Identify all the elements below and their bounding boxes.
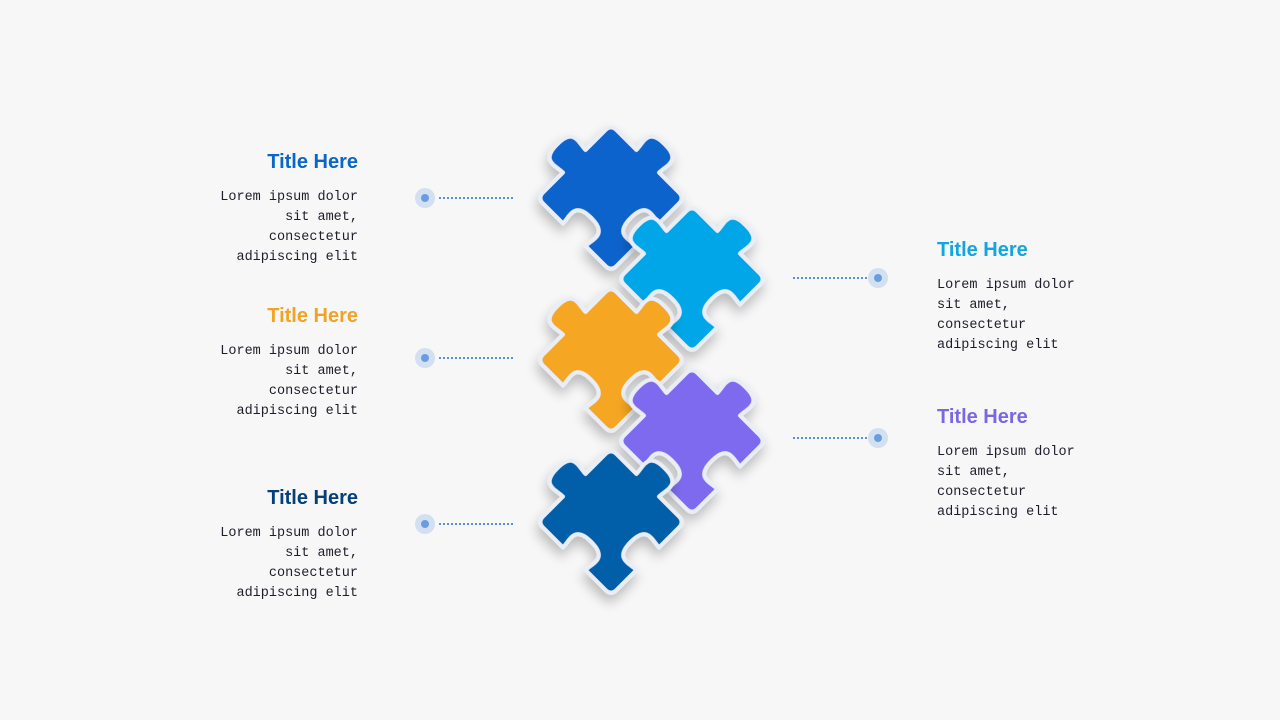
connector-1-dot <box>415 188 435 208</box>
connector-4-dot <box>868 268 888 288</box>
item-5-body: Lorem ipsum dolor sit amet, consectetur … <box>937 445 1075 520</box>
puzzle-piece-shape <box>619 368 765 514</box>
connector-2-dot <box>415 348 435 368</box>
item-1-block: Title Here Lorem ipsum dolor sit amet, c… <box>158 150 358 268</box>
item-1-title: Title Here <box>267 151 358 173</box>
connector-1-line <box>439 197 513 199</box>
item-5-block: Title Here Lorem ipsum dolor sit amet, c… <box>937 405 1137 523</box>
item-1-body: Lorem ipsum dolor sit amet, consectetur … <box>220 190 358 265</box>
connector-4-line <box>793 277 867 279</box>
puzzle-piece-4 <box>619 368 765 514</box>
item-5-title: Title Here <box>937 406 1028 428</box>
puzzle-piece-3 <box>538 287 684 433</box>
item-2-body: Lorem ipsum dolor sit amet, consectetur … <box>220 344 358 419</box>
item-4-body: Lorem ipsum dolor sit amet, consectetur … <box>937 278 1075 353</box>
puzzle-piece-shape <box>538 125 684 271</box>
puzzle-piece-shape <box>538 287 684 433</box>
item-3-block: Title Here Lorem ipsum dolor sit amet, c… <box>158 486 358 604</box>
puzzle-piece-5 <box>538 449 684 595</box>
connector-3-dot <box>415 514 435 534</box>
item-4-block: Title Here Lorem ipsum dolor sit amet, c… <box>937 238 1137 356</box>
item-4-title: Title Here <box>937 239 1028 261</box>
item-3-title: Title Here <box>267 487 358 509</box>
item-2-block: Title Here Lorem ipsum dolor sit amet, c… <box>158 304 358 422</box>
connector-5-line <box>793 437 867 439</box>
connector-3-line <box>439 523 513 525</box>
puzzle-piece-2 <box>619 206 765 352</box>
puzzle-piece-1 <box>538 125 684 271</box>
item-2-title: Title Here <box>267 305 358 327</box>
item-3-body: Lorem ipsum dolor sit amet, consectetur … <box>220 526 358 601</box>
puzzle-piece-shape <box>538 449 684 595</box>
puzzle-piece-shape <box>619 206 765 352</box>
connector-5-dot <box>868 428 888 448</box>
connector-2-line <box>439 357 513 359</box>
